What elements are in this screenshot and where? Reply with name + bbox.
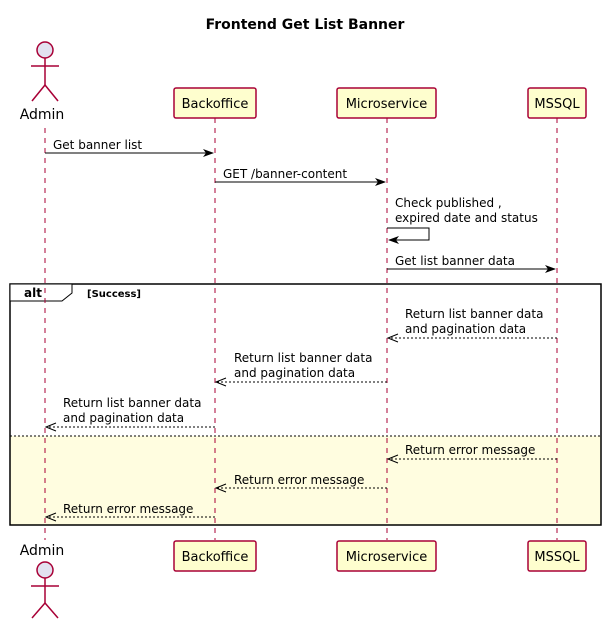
participant-label-microservice-bottom: Microservice <box>346 550 428 565</box>
actor-label-admin-bottom: Admin <box>20 543 65 559</box>
arrowhead-icon <box>203 149 214 157</box>
participant-mssql-bottom: MSSQL <box>527 540 587 572</box>
alt-tab <box>9 283 73 302</box>
message-label: Return error message <box>405 443 535 457</box>
message-label: Return error message <box>63 502 193 516</box>
alt-fragment: alt [Success] <box>9 283 602 526</box>
participant-label-microservice-top: Microservice <box>346 97 428 112</box>
participant-label-backoffice-top: Backoffice <box>182 97 249 112</box>
alt-else-region <box>10 436 601 525</box>
message-label: Return error message <box>234 473 364 487</box>
message-get-banner-content: GET /banner-content <box>215 167 386 186</box>
message-return-error-microservice: Return error message <box>214 473 387 493</box>
actor-head-icon <box>36 41 54 59</box>
message-label-line2: expired date and status <box>395 211 538 225</box>
message-get-list-banner-data: Get list banner data <box>387 254 556 273</box>
alt-condition: [Success] <box>87 289 141 300</box>
participant-label-mssql-top: MSSQL <box>534 97 580 112</box>
alt-frame <box>9 283 602 526</box>
actor-admin-top: Admin <box>20 41 65 123</box>
participant-microservice-top: Microservice <box>336 87 437 119</box>
message-label: Get banner list <box>53 138 142 152</box>
participant-backoffice-top: Backoffice <box>173 87 257 119</box>
message-get-banner-list: Get banner list <box>45 138 214 157</box>
message-label-line1: Check published , <box>395 196 502 210</box>
message-return-list-microservice: Return list banner data and pagination d… <box>214 351 387 387</box>
message-return-list-mssql: Return list banner data and pagination d… <box>386 307 557 343</box>
message-return-error-backoffice: Return error message <box>44 502 215 522</box>
participant-label-mssql-bottom: MSSQL <box>534 550 580 565</box>
arrowhead-icon <box>375 178 386 186</box>
arrowhead-icon <box>44 422 57 432</box>
message-return-list-backoffice: Return list banner data and pagination d… <box>44 396 215 432</box>
actor-head-icon <box>36 561 54 579</box>
message-label: Get list banner data <box>395 254 515 268</box>
participant-mssql-top: MSSQL <box>527 87 587 119</box>
arrowhead-icon <box>214 483 227 493</box>
participant-label-backoffice-bottom: Backoffice <box>182 550 249 565</box>
actor-label-admin-top: Admin <box>20 107 65 123</box>
participant-backoffice-bottom: Backoffice <box>173 540 257 572</box>
arrowhead-icon <box>386 333 399 343</box>
message-label-line1: Return list banner data <box>234 351 372 365</box>
actor-admin-bottom: Admin <box>20 543 65 619</box>
message-label-line1: Return list banner data <box>405 307 543 321</box>
alt-operator: alt <box>24 286 42 300</box>
diagram-title: Frontend Get List Banner <box>206 17 405 33</box>
arrowhead-icon <box>388 236 399 244</box>
arrowhead-icon <box>386 454 399 464</box>
message-label-line2: and pagination data <box>63 411 184 425</box>
arrowhead-icon <box>545 265 556 273</box>
message-return-error-mssql: Return error message <box>386 443 557 464</box>
message-label: GET /banner-content <box>223 167 347 181</box>
participant-microservice-bottom: Microservice <box>336 540 437 572</box>
arrowhead-icon <box>44 512 57 522</box>
message-label-line1: Return list banner data <box>63 396 201 410</box>
message-check-published: Check published , expired date and statu… <box>387 196 538 244</box>
message-label-line2: and pagination data <box>234 366 355 380</box>
message-label-line2: and pagination data <box>405 322 526 336</box>
arrowhead-icon <box>214 377 227 387</box>
